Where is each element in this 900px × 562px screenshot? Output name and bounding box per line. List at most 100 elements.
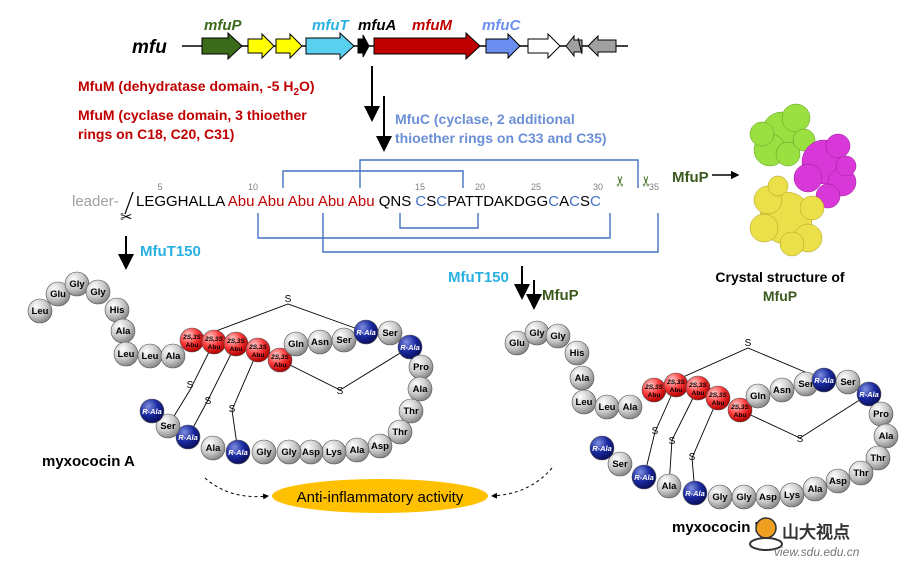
gene-label-mfuA: mfuA (358, 17, 396, 34)
thioether-bridge (279, 346, 411, 391)
residue-standard (848, 460, 874, 486)
sequence-segment: C (436, 193, 447, 210)
step-mfup: MfuP (672, 169, 709, 186)
residue-label: Asn (311, 337, 329, 348)
residue-label: Gly (712, 492, 728, 503)
crystal-caption-1: Crystal structure of (715, 269, 844, 285)
sequence-segment: C (569, 193, 580, 210)
residue-label: Ser (840, 377, 856, 388)
residue-number: 25 (531, 182, 541, 192)
step-mfum-dehydratase: MfuM (dehydratase domain, -5 H2O) (78, 78, 315, 98)
watermark-logo: 山大视点 view.sdu.edu.cn (744, 514, 894, 560)
sulfur-label: S (337, 386, 344, 397)
gene-gap (577, 37, 583, 55)
residue-label: Gly (281, 447, 297, 458)
residue-label: 2S,3S (270, 354, 289, 361)
residue-number: 35 (649, 182, 659, 192)
sequence-segment: Abu (258, 193, 288, 210)
residue-label: R-Ala (634, 473, 654, 482)
residue-number: 5 (157, 182, 162, 192)
sequence-segment: Abu (228, 193, 258, 210)
gene-label-mfuC: mfuC (482, 17, 521, 34)
residue-label: Abu (208, 344, 221, 351)
step-mfuc-1: MfuC (cyclase, 2 additional (395, 111, 575, 127)
residue-label: Ser (160, 421, 176, 432)
sulfur-label: S (652, 426, 659, 437)
residue-r-ala (175, 424, 201, 450)
residue-label: Asp (759, 492, 777, 503)
residue-label: Asn (773, 385, 791, 396)
thioether-bridge (231, 349, 259, 453)
residue-label: Gly (736, 492, 752, 503)
gene-label-mfuT: mfuT (312, 17, 350, 34)
residue-label: Asp (371, 441, 389, 452)
thioether-bridge (643, 384, 677, 478)
sulfur-label: S (745, 338, 752, 349)
cleavage-slash (124, 191, 134, 215)
gene-mfuA (357, 34, 370, 58)
arrow-activity-left (204, 477, 269, 500)
sequence-segment: C (590, 193, 601, 210)
sequence-segment: PATTDAKDGG (447, 193, 548, 210)
thioether-bridge (187, 343, 237, 438)
ring-bracket-top-2 (359, 159, 639, 188)
residue-label: R-Ala (228, 448, 248, 457)
residue-label: Ala (206, 443, 222, 454)
residue-label: Ala (413, 384, 429, 395)
residue-standard (865, 445, 891, 471)
residue-r-ala (682, 480, 708, 506)
residue-standard (769, 377, 795, 403)
cluster-name: mfu (132, 37, 167, 58)
residue-label: R-Ala (178, 433, 198, 442)
residue-label: 2S,3S (644, 384, 663, 391)
residue-label: Leu (576, 397, 593, 408)
residue-label: Leu (118, 349, 135, 360)
residue-label: Gly (529, 328, 545, 339)
step-mfuc-2: thioether rings on C33 and C35) (395, 130, 607, 146)
residue-r-ala (856, 381, 882, 407)
sulfur-label: S (669, 436, 676, 447)
step-mfut150-right: MfuT150 (448, 269, 509, 286)
residue-standard (617, 394, 643, 420)
residue-standard (276, 439, 302, 465)
residue-label: Pro (413, 362, 429, 373)
residue-label: Ala (350, 445, 366, 456)
thioether-bridge (691, 397, 719, 494)
residue-label: Thr (392, 427, 408, 438)
residue-standard (200, 435, 226, 461)
residue-label: Thr (853, 468, 869, 479)
residue-r-ala (397, 334, 423, 360)
residue-standard (745, 383, 771, 409)
residue-label: Gln (288, 339, 304, 350)
residue-label: Ser (382, 328, 398, 339)
residue-label: Leu (142, 351, 159, 362)
ring-bracket-bottom-1 (399, 213, 479, 229)
residue-label: Ser (612, 459, 628, 470)
residue-standard (707, 484, 733, 510)
residue-label: Gly (69, 279, 85, 290)
residue-standard (387, 419, 413, 445)
residue-label: Asp (302, 447, 320, 458)
residue-standard (835, 369, 861, 395)
residue-r-ala (225, 439, 251, 465)
core-peptide-sequence: LEGGHALLA Abu Abu Abu Abu Abu QNS CSCPAT… (136, 193, 601, 210)
crystal-caption-2: MfuP (763, 288, 797, 304)
residue-standard (873, 423, 899, 449)
sequence-segment: S (426, 193, 436, 210)
residue-label: 2S,3S (204, 336, 223, 343)
residue-number: 10 (248, 182, 258, 192)
thioether-bridge (739, 393, 870, 439)
residue-abu (267, 347, 293, 373)
residue-standard (398, 398, 424, 424)
residue-label: Gly (550, 331, 566, 342)
thioether-bridge (167, 341, 215, 427)
residue-label: Ser (336, 335, 352, 346)
watermark-url: view.sdu.edu.cn (774, 545, 860, 559)
residue-label: Abu (734, 412, 747, 419)
residue-label: R-Ala (859, 390, 879, 399)
gene-mfuM (373, 31, 481, 61)
sulfur-label: S (205, 396, 212, 407)
residue-label: Thr (403, 406, 419, 417)
residue-label: Glu (509, 338, 525, 349)
